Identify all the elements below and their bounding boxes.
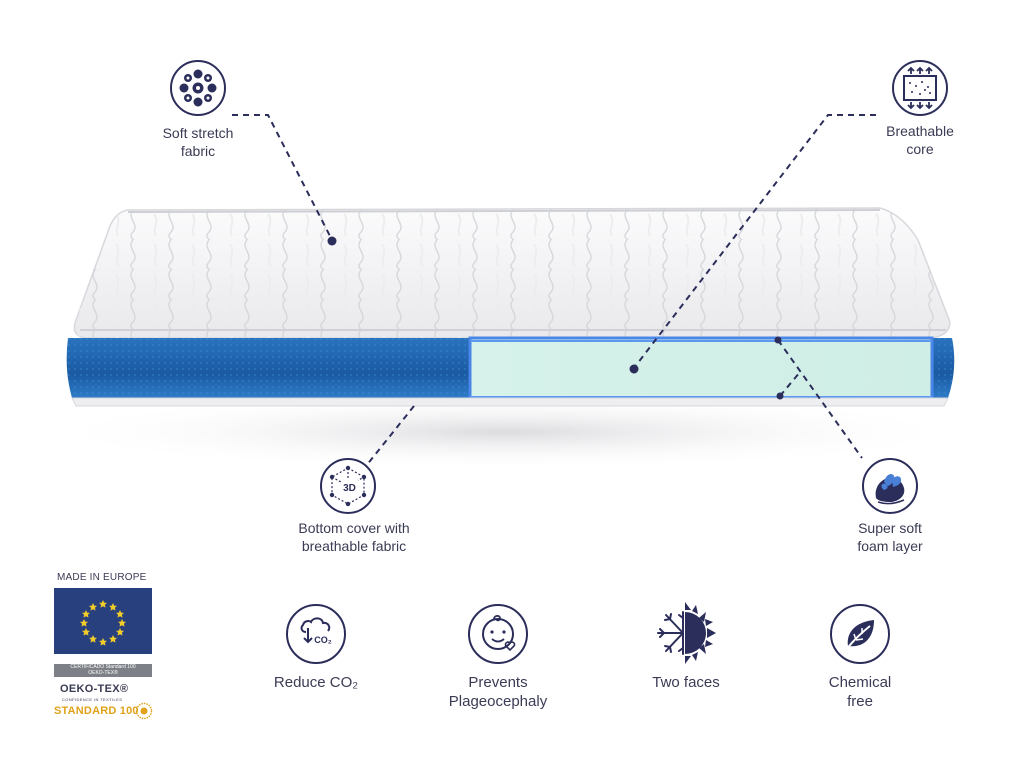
co2-icon-text: CO₂ xyxy=(314,635,332,645)
plageocephaly-line-1: Prevents xyxy=(468,674,528,691)
callout-dot-breathable-core xyxy=(629,364,639,374)
two-faces-label: Two faces xyxy=(626,673,746,692)
mattress-shadow xyxy=(35,394,975,470)
plageocephaly-label: Prevents Plageocephaly xyxy=(428,673,568,711)
callout-soft-stretch-label: Soft stretch fabric xyxy=(150,124,246,160)
cert-line-2: OEKO-TEX® xyxy=(88,670,118,676)
callout-bottom-cover-label: Bottom cover with breathable fabric xyxy=(284,519,424,555)
oeko-tex-seal-icon xyxy=(135,702,153,720)
callout-super-soft-line-1: Super soft xyxy=(858,520,922,536)
cert-line-1: CERTIFICADO Standard 100 xyxy=(70,664,136,670)
plageocephaly-line-2: Plageocephaly xyxy=(448,693,548,710)
baby-face-icon xyxy=(468,604,528,664)
breathable-core-section xyxy=(470,338,932,400)
soft-foam-hand-icon xyxy=(862,458,918,514)
two-faces-icon xyxy=(657,602,716,664)
callout-soft-stretch-line-1: Soft stretch xyxy=(162,125,234,141)
leader-bottom-cover xyxy=(357,405,415,477)
reduce-co2-label: Reduce CO₂ xyxy=(256,673,376,692)
callout-breathable-core-line-2: core xyxy=(906,141,934,157)
3d-fabric-icon: 3D xyxy=(320,458,376,514)
callout-super-soft-label: Super soft foam layer xyxy=(840,519,940,555)
oeko-tex-cert-bar: CERTIFICADO Standard 100 OEKO-TEX® xyxy=(54,664,152,677)
leader-super-soft-top xyxy=(777,339,863,459)
leaf-icon xyxy=(830,604,890,664)
breathable-core-icon xyxy=(892,60,948,116)
made-in-europe-text: MADE IN EUROPE xyxy=(57,572,147,583)
chemical-free-line-2: free xyxy=(847,693,873,710)
reduce-co2-icon: CO₂ xyxy=(286,604,346,664)
reduce-co2-text: Reduce CO₂ xyxy=(273,674,359,691)
chemical-free-label: Chemical free xyxy=(800,673,920,711)
callout-dot-super-soft-bottom xyxy=(776,392,784,400)
leader-soft-stretch xyxy=(232,114,333,241)
callout-dot-soft-stretch xyxy=(327,236,337,246)
leader-breathable-core xyxy=(633,114,876,369)
two-faces-text: Two faces xyxy=(652,674,720,691)
eu-flag xyxy=(54,588,152,654)
callout-super-soft-line-2: foam layer xyxy=(857,538,923,554)
callout-bottom-cover-line-2: breathable fabric xyxy=(301,538,407,554)
eu-stars-icon xyxy=(80,600,126,646)
oeko-tex-logo-text: OEKO-TEX® xyxy=(60,683,129,695)
callout-bottom-cover-line-1: Bottom cover with xyxy=(298,520,410,536)
oeko-tex-standard: STANDARD 100 xyxy=(54,705,139,717)
3d-icon-text: 3D xyxy=(343,483,356,494)
callout-dot-super-soft-top xyxy=(774,336,782,344)
callout-breathable-core-label: Breathable core xyxy=(870,122,970,158)
leader-super-soft-bottom xyxy=(779,371,801,397)
oeko-tex-tagline: CONFIDENCE IN TEXTILES xyxy=(62,697,123,702)
mattress-bottom-edge xyxy=(71,397,949,407)
callout-breathable-core-line-1: Breathable xyxy=(886,123,954,139)
stretch-fabric-icon xyxy=(170,60,226,116)
chemical-free-line-1: Chemical xyxy=(828,674,892,691)
callout-soft-stretch-line-2: fabric xyxy=(180,143,216,159)
